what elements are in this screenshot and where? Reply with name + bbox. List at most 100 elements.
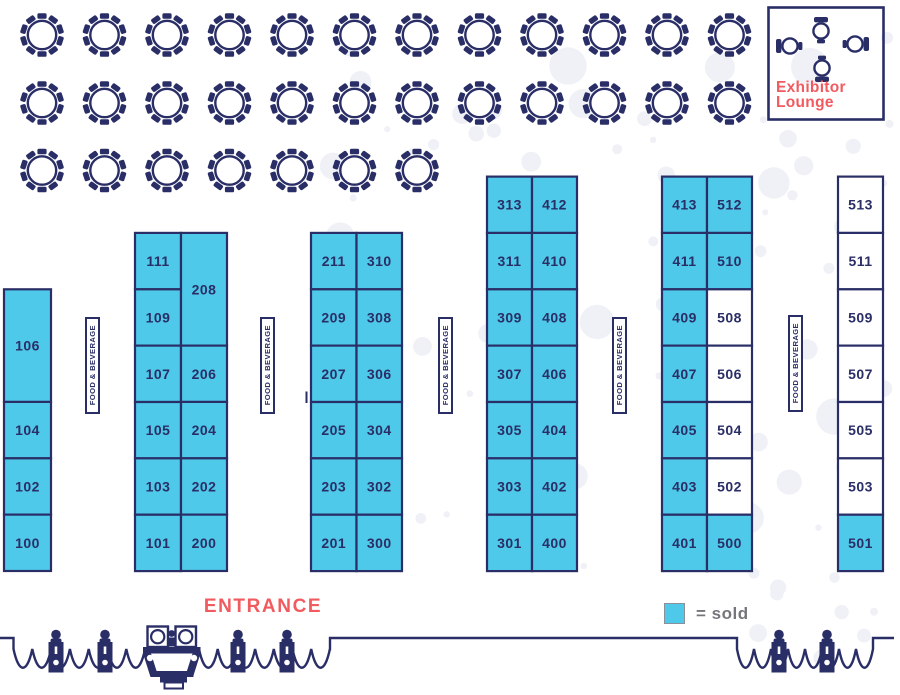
booth-grid: 1061041021001111091071051031012082062042… xyxy=(2,175,885,573)
booth-508[interactable]: 508 xyxy=(705,288,754,347)
svg-text:201: 201 xyxy=(321,535,346,551)
svg-text:508: 508 xyxy=(717,309,742,325)
food-beverage-sign-4: FOOD & BEVERAGE xyxy=(612,317,627,414)
booth-410[interactable]: 410 xyxy=(530,231,579,291)
booth-206[interactable]: 206 xyxy=(179,344,229,404)
booth-209[interactable]: 209 xyxy=(309,288,358,347)
svg-text:411: 411 xyxy=(672,253,696,269)
booth-409[interactable]: 409 xyxy=(660,288,709,347)
booth-401[interactable]: 401 xyxy=(660,513,709,573)
booth-307[interactable]: 307 xyxy=(485,344,534,404)
booth-313[interactable]: 313 xyxy=(485,175,534,235)
svg-text:503: 503 xyxy=(848,479,873,495)
booth-311[interactable]: 311 xyxy=(485,231,534,291)
round-table xyxy=(207,148,252,193)
svg-text:506: 506 xyxy=(717,366,742,382)
booth-512[interactable]: 512 xyxy=(705,175,754,235)
booth-208[interactable]: 208 xyxy=(179,231,229,347)
booth-310[interactable]: 310 xyxy=(355,231,404,291)
booth-408[interactable]: 408 xyxy=(530,288,579,347)
booth-505[interactable]: 505 xyxy=(836,400,885,460)
round-table xyxy=(645,81,689,125)
booth-403[interactable]: 403 xyxy=(660,457,709,516)
svg-text:103: 103 xyxy=(146,479,171,495)
booth-402[interactable]: 402 xyxy=(530,457,579,516)
svg-text:301: 301 xyxy=(497,535,522,551)
booth-300[interactable]: 300 xyxy=(355,513,404,573)
booth-205[interactable]: 205 xyxy=(309,400,358,460)
round-table xyxy=(395,81,439,125)
booth-413[interactable]: 413 xyxy=(660,175,709,235)
booth-305[interactable]: 305 xyxy=(485,400,534,460)
booth-406[interactable]: 406 xyxy=(530,344,579,404)
booth-511[interactable]: 511 xyxy=(836,231,885,291)
booth-509[interactable]: 509 xyxy=(836,288,885,347)
booth-304[interactable]: 304 xyxy=(355,400,404,460)
food-beverage-sign-1: FOOD & BEVERAGE xyxy=(85,317,100,414)
round-table xyxy=(332,81,377,125)
booth-100[interactable]: 100 xyxy=(2,513,53,573)
booth-204[interactable]: 204 xyxy=(179,400,229,460)
booth-105[interactable]: 105 xyxy=(133,400,183,460)
booth-101[interactable]: 101 xyxy=(133,513,183,573)
booth-207[interactable]: 207 xyxy=(309,344,358,404)
booth-308[interactable]: 308 xyxy=(355,288,404,347)
sold-legend: = sold xyxy=(664,603,749,624)
svg-text:109: 109 xyxy=(146,309,171,325)
svg-text:410: 410 xyxy=(542,253,567,269)
svg-text:205: 205 xyxy=(321,422,346,438)
booth-103[interactable]: 103 xyxy=(133,457,183,516)
booth-109[interactable]: 109 xyxy=(133,288,183,347)
round-table xyxy=(582,13,627,57)
svg-text:308: 308 xyxy=(367,309,392,325)
booth-510[interactable]: 510 xyxy=(705,231,754,291)
booth-306[interactable]: 306 xyxy=(355,344,404,404)
food-beverage-text: FOOD & BEVERAGE xyxy=(88,325,97,406)
svg-text:401: 401 xyxy=(672,535,697,551)
booth-301[interactable]: 301 xyxy=(485,513,534,573)
entrance-label: ENTRANCE xyxy=(203,596,323,617)
booth-412[interactable]: 412 xyxy=(530,175,579,235)
round-table xyxy=(145,81,189,125)
greeter-podium xyxy=(819,629,835,673)
booth-404[interactable]: 404 xyxy=(530,400,579,460)
booth-102[interactable]: 102 xyxy=(2,457,53,516)
svg-text:402: 402 xyxy=(542,479,567,495)
booth-411[interactable]: 411 xyxy=(660,231,709,291)
booth-200[interactable]: 200 xyxy=(179,513,229,573)
booth-203[interactable]: 203 xyxy=(309,457,358,516)
booth-506[interactable]: 506 xyxy=(705,344,754,404)
booth-405[interactable]: 405 xyxy=(660,400,709,460)
booth-201[interactable]: 201 xyxy=(309,513,358,573)
booth-407[interactable]: 407 xyxy=(660,344,709,404)
greeter-podium xyxy=(230,629,246,673)
round-table xyxy=(270,148,314,193)
svg-text:105: 105 xyxy=(146,422,171,438)
booth-211[interactable]: 211 xyxy=(309,231,358,291)
svg-text:100: 100 xyxy=(15,535,40,551)
booth-111[interactable]: 111 xyxy=(133,231,183,291)
svg-text:101: 101 xyxy=(146,535,171,551)
booth-513[interactable]: 513 xyxy=(836,175,885,235)
svg-text:501: 501 xyxy=(848,535,873,551)
booth-502[interactable]: 502 xyxy=(705,457,754,516)
booth-501[interactable]: 501 xyxy=(836,513,885,573)
svg-text:209: 209 xyxy=(321,309,346,325)
booth-504[interactable]: 504 xyxy=(705,400,754,460)
svg-text:313: 313 xyxy=(497,197,522,213)
svg-text:500: 500 xyxy=(717,535,742,551)
booth-303[interactable]: 303 xyxy=(485,457,534,516)
svg-text:306: 306 xyxy=(367,366,392,382)
booth-302[interactable]: 302 xyxy=(355,457,404,516)
svg-text:409: 409 xyxy=(672,309,697,325)
booth-309[interactable]: 309 xyxy=(485,288,534,347)
booth-104[interactable]: 104 xyxy=(2,400,53,460)
svg-text:203: 203 xyxy=(321,479,346,495)
booth-107[interactable]: 107 xyxy=(133,344,183,404)
booth-507[interactable]: 507 xyxy=(836,344,885,404)
booth-202[interactable]: 202 xyxy=(179,457,229,516)
booth-106[interactable]: 106 xyxy=(2,288,53,404)
booth-500[interactable]: 500 xyxy=(705,513,754,573)
booth-503[interactable]: 503 xyxy=(836,457,885,516)
booth-400[interactable]: 400 xyxy=(530,513,579,573)
